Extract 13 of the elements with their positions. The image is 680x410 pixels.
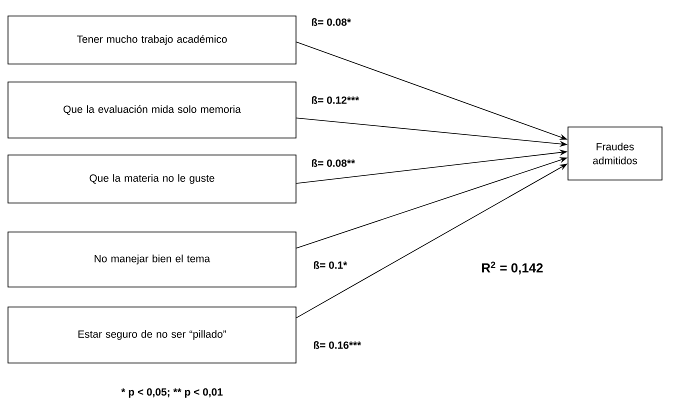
statistic-label: R$^{2}$ = 0,142 (482, 262, 543, 274)
edge-label: ß= 0.1* (312, 260, 348, 270)
edge-label: ß= 0.12*** (310, 95, 360, 105)
text-box: No manejar bien el tema (8, 232, 296, 288)
text-box: Que la evaluación mida solo memoria (8, 82, 296, 138)
footnote: * p < 0,05; ** p < 0,01 (121, 388, 223, 398)
edge-label: ß= 0.08** (310, 158, 356, 168)
text-box: Que la materia no le guste (8, 154, 296, 204)
text-box: Tener mucho trabajo académico (8, 16, 296, 64)
text-box: Fraudes admitidos (568, 126, 662, 180)
edge-label: ß= 0.08* (310, 17, 352, 27)
text-box: Estar seguro de no ser “pillado” (8, 306, 296, 364)
edge-label: ß= 0.16*** (312, 340, 362, 350)
